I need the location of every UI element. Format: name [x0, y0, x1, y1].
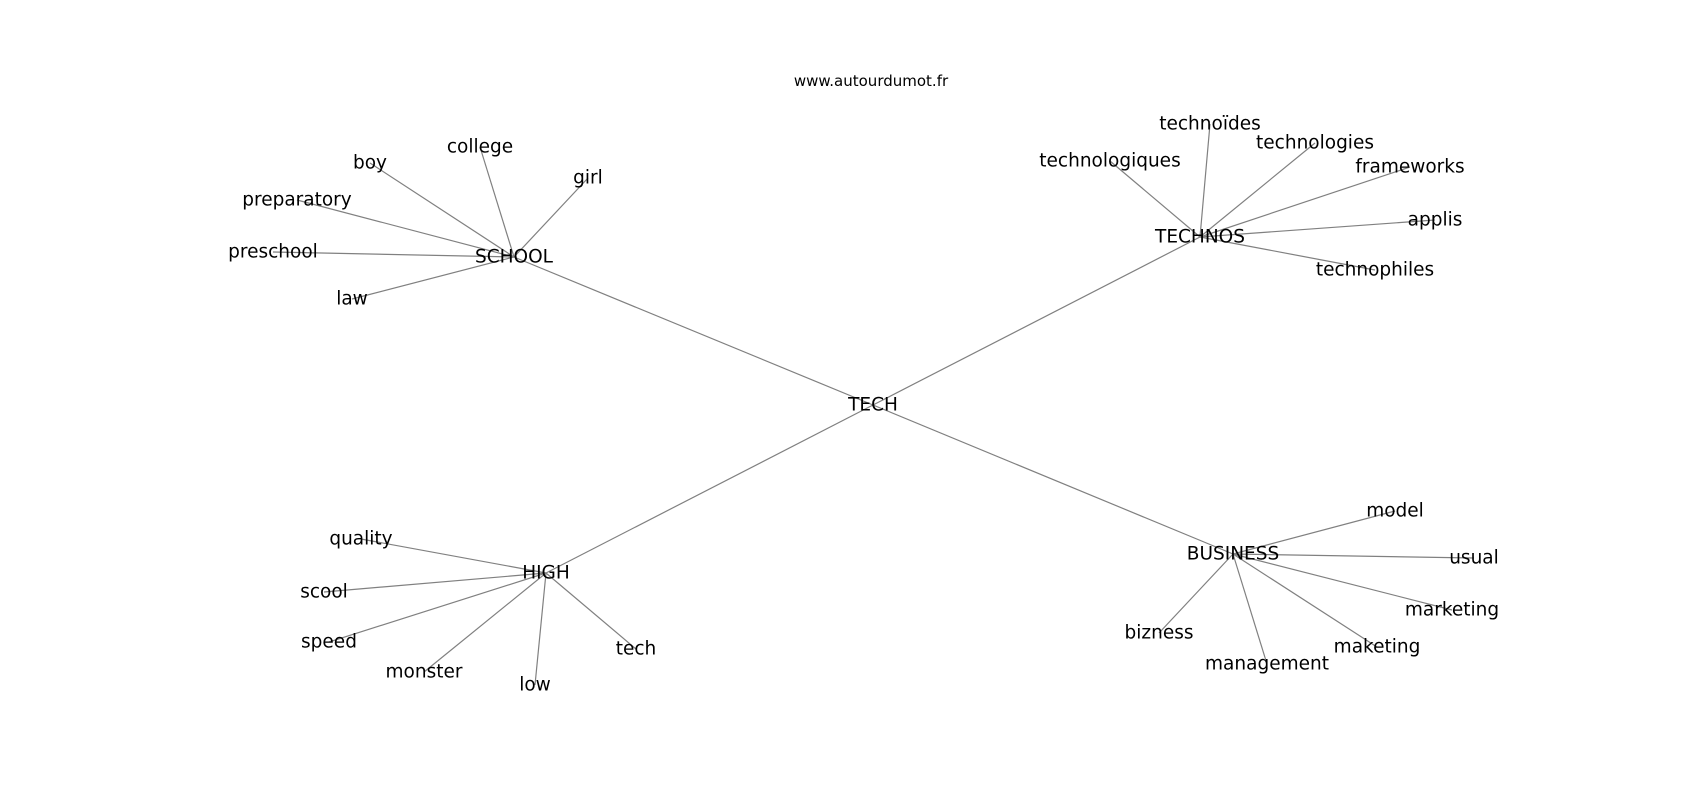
- edge-business-child: [1232, 553, 1378, 648]
- leaf-node-label: technologiques: [1039, 151, 1180, 172]
- edge-school-child: [479, 146, 515, 258]
- edge-business-child: [1232, 553, 1475, 559]
- leaf-node-label: model: [1366, 501, 1424, 522]
- leaf-node-label: law: [336, 289, 368, 310]
- leaf-node-label: management: [1205, 654, 1329, 675]
- edge-technos-child: [1109, 160, 1201, 238]
- edge-root-business: [872, 404, 1234, 555]
- edge-technos-child: [1199, 219, 1436, 238]
- leaf-node-label: bizness: [1125, 623, 1194, 644]
- leaf-node-label: technophiles: [1316, 260, 1434, 281]
- leaf-node-label: scool: [300, 582, 348, 603]
- edge-root-technos: [872, 236, 1201, 406]
- edge-high-child: [545, 572, 637, 650]
- leaf-node-label: usual: [1449, 548, 1499, 569]
- leaf-node-label: applis: [1408, 210, 1463, 231]
- edge-high-child: [360, 538, 547, 574]
- branch-node-label-high: HIGH: [522, 563, 570, 584]
- leaf-node-label: technoïdes: [1159, 114, 1260, 135]
- edge-high-child: [323, 572, 547, 593]
- edge-technos-child: [1199, 166, 1411, 238]
- edge-business-child: [1232, 510, 1396, 555]
- edge-school-child: [296, 199, 515, 258]
- branch-node-label-school: SCHOOL: [475, 247, 554, 268]
- edge-business-child: [1232, 553, 1453, 611]
- leaf-node-label: tech: [616, 639, 657, 660]
- edge-root-school: [513, 256, 874, 406]
- leaf-node-label: low: [519, 675, 551, 696]
- edge-school-child: [351, 256, 515, 300]
- leaf-node-label: college: [447, 137, 513, 158]
- branch-node-label-technos: TECHNOS: [1154, 227, 1245, 248]
- leaf-node-label: speed: [301, 632, 357, 653]
- branch-node-label-business: BUSINESS: [1187, 544, 1279, 565]
- source-url: www.autourdumot.fr: [793, 72, 949, 90]
- edge-technos-child: [1199, 123, 1211, 238]
- leaf-node-label: monster: [386, 662, 463, 683]
- leaf-node-label: preschool: [228, 242, 318, 263]
- edge-technos-child: [1199, 236, 1376, 271]
- edges-layer: [272, 123, 1475, 686]
- edge-high-child: [328, 572, 547, 643]
- leaf-node-label: technologies: [1256, 133, 1374, 154]
- leaf-node-label: quality: [329, 529, 392, 550]
- edge-business-child: [1158, 553, 1234, 634]
- labels-layer: TECH SCHOOL boy college girl preparatory presc…: [228, 114, 1499, 696]
- edge-technos-child: [1199, 142, 1316, 238]
- edge-school-child: [369, 162, 515, 258]
- leaf-node-label: maketing: [1334, 637, 1421, 658]
- leaf-node-label: girl: [573, 168, 603, 189]
- edge-business-child: [1232, 553, 1268, 665]
- leaf-node-label: preparatory: [242, 190, 352, 211]
- root-node-label: TECH: [847, 395, 898, 416]
- leaf-node-label: marketing: [1405, 600, 1499, 621]
- edge-school-child: [272, 251, 515, 258]
- leaf-node-label: boy: [353, 153, 387, 174]
- edge-high-child: [534, 572, 547, 686]
- leaf-node-label: frameworks: [1355, 157, 1464, 178]
- edge-root-high: [545, 404, 874, 574]
- edge-school-child: [513, 177, 589, 258]
- edge-high-child: [423, 572, 547, 673]
